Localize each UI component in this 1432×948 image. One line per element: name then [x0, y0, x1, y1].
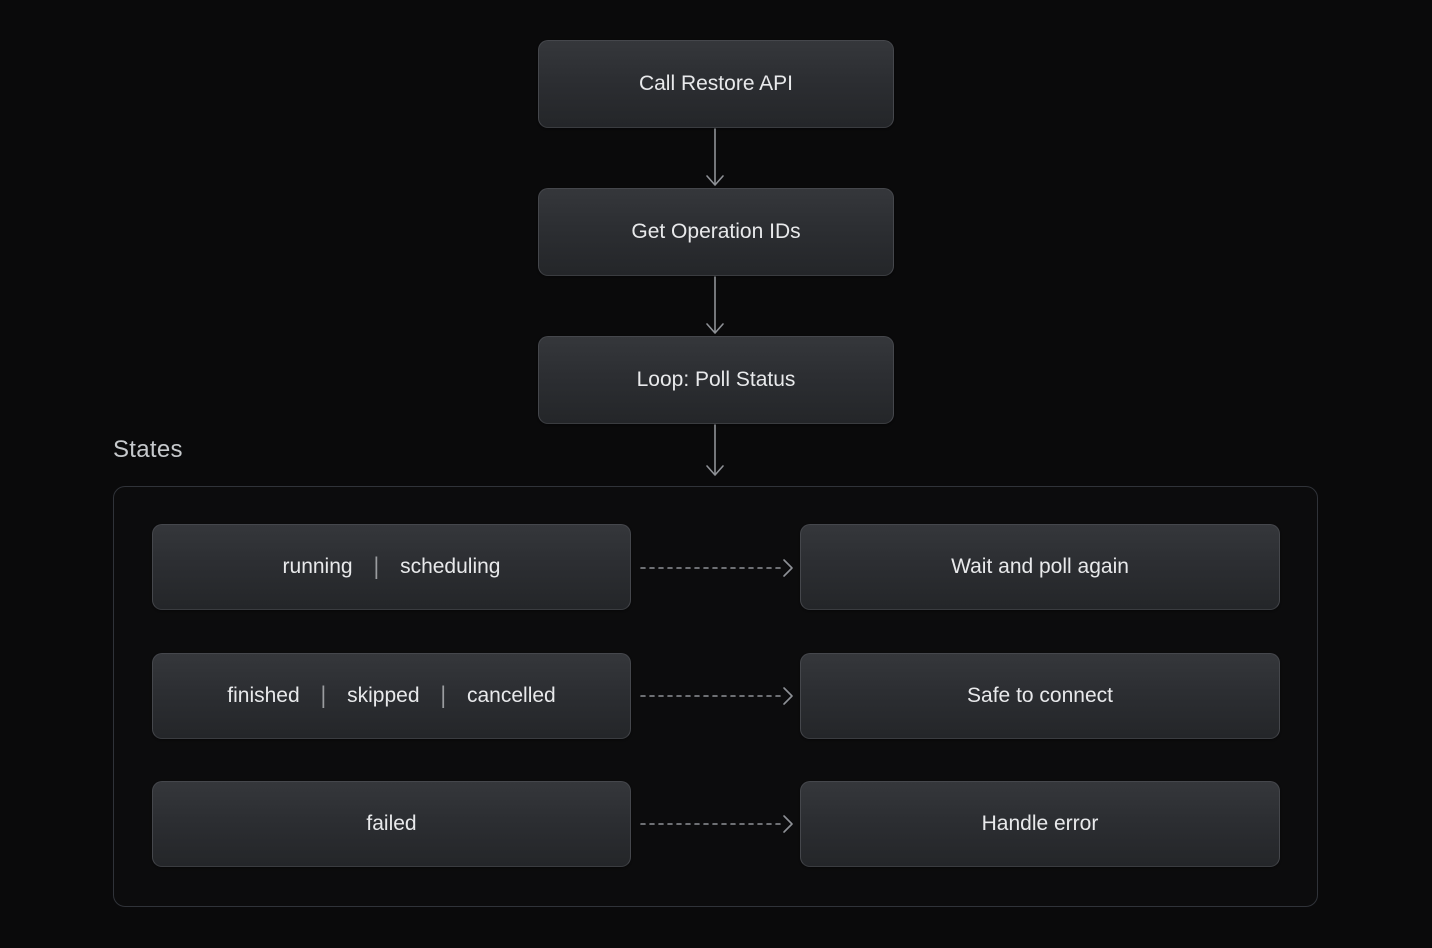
flow-node-label: Call Restore API	[638, 72, 794, 95]
action-node-wait-and-poll-again: Wait and poll again	[800, 524, 1280, 610]
states-container	[113, 486, 1318, 907]
state-label: skipped	[347, 684, 420, 707]
states-section-title: States	[113, 436, 183, 463]
flow-node-call-restore-api: Call Restore API	[538, 40, 894, 128]
dashed-arrow-right-icon	[640, 815, 793, 833]
flow-node-loop-poll-status: Loop: Poll Status	[538, 336, 894, 424]
state-separator: |	[320, 682, 327, 709]
state-node-finished-skipped-cancelled: finished | skipped | cancelled	[152, 653, 631, 739]
state-label: finished	[227, 684, 300, 707]
state-label: running	[282, 555, 353, 578]
state-label: scheduling	[400, 555, 501, 578]
action-node-safe-to-connect: Safe to connect	[800, 653, 1280, 739]
state-label: failed	[366, 812, 417, 835]
arrow-down-icon	[706, 424, 724, 476]
arrow-down-icon	[706, 276, 724, 334]
flow-node-get-operation-ids: Get Operation IDs	[538, 188, 894, 276]
arrow-down-icon	[706, 128, 724, 186]
flow-node-label: Loop: Poll Status	[636, 368, 796, 391]
state-label: cancelled	[466, 684, 556, 707]
state-node-failed: failed	[152, 781, 631, 867]
action-label: Handle error	[981, 812, 1099, 835]
action-node-handle-error: Handle error	[800, 781, 1280, 867]
dashed-arrow-right-icon	[640, 559, 793, 577]
state-separator: |	[440, 682, 446, 709]
flow-node-label: Get Operation IDs	[631, 220, 801, 243]
state-node-running-scheduling: running | scheduling	[152, 524, 631, 610]
dashed-arrow-right-icon	[640, 687, 793, 705]
action-label: Wait and poll again	[951, 555, 1129, 578]
state-separator: |	[373, 553, 380, 580]
action-label: Safe to connect	[967, 684, 1113, 707]
